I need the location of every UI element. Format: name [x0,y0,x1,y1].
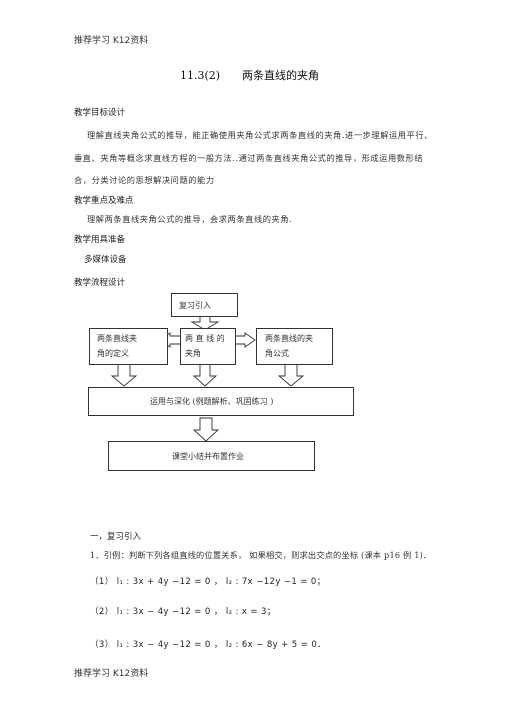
review-box: 复习引入 [171,293,238,317]
page-header: 推荐学习 K12资料 [74,36,149,46]
equation-3: （3） l₁ : 3x − 4y −12 = 0 ， l₂ : 6x − 8y … [90,640,327,650]
flow-heading: 教学流程设计 [74,278,126,288]
angle-definition-line-2: 角的定义 [97,349,129,358]
intro-line: 1．引例：判断下列各组直线的位置关系， 如果相交，则求出交点的坐标 (课本 p1… [90,550,432,560]
angle-definition-box: 两条直线夹 角的定义 [89,328,168,365]
goals-line-1: 理解直线夹角公式的推导，能正确使用夹角公式求两条直线的夹角.进一步理解运用平行、 [87,130,433,140]
goals-heading: 教学目标设计 [74,108,126,118]
page-title: 两条直线的夹角 [242,69,319,82]
goals-line-3: 合，分类讨论的思想解决问题的能力 [74,175,215,185]
part1-heading: 一，复习引入 [90,532,142,542]
apply-box-label: 运用与深化 (例题解析、巩固练习 ) [150,397,274,406]
angle-formula-line-2: 角公式 [265,349,289,358]
summary-box-label: 课堂小结并布置作业 [172,452,244,461]
angle-definition-line-1: 两条直线夹 [97,334,137,343]
equation-1: （1） l₁ : 3x + 4y −12 = 0 ， l₂ : 7x −12y … [90,577,326,587]
angle-formula-box: 两条直线的夹 角公式 [256,328,333,365]
arrow-review-down [190,315,220,331]
two-line-angle-box: 两 直 线 的 夹角 [180,328,236,365]
equation-2: （2） l₁ : 3x − 4y −12 = 0 ， l₂ : x = 3； [90,607,276,617]
angle-formula-line-1: 两条直线的夹 [265,334,313,343]
arrow-apply-down [192,417,220,442]
tools-heading: 教学用具准备 [74,235,126,245]
tools-line: 多媒体设备 [84,255,127,265]
review-box-label: 复习引入 [179,301,211,310]
goals-line-2: 垂直、夹角等概念求直线方程的一般方法..通过两条直线夹角公式的推导，形成运用数形… [74,153,424,163]
two-line-angle-line-1: 两 直 线 的 [185,334,225,343]
summary-box: 课堂小结并布置作业 [108,441,315,471]
arrow-mid-down [192,363,218,387]
page-footer: 推荐学习 K12资料 [74,669,149,679]
focus-line: 理解两条直线夹角公式的推导，会求两条直线的夹角. [87,214,293,224]
focus-heading: 教学重点及难点 [74,196,134,206]
title-number: 11.3(2) [180,69,221,82]
arrow-left-down [110,363,138,387]
apply-box: 运用与深化 (例题解析、巩固练习 ) [88,387,354,416]
arrow-right-down [277,363,305,387]
two-line-angle-line-2: 夹角 [185,349,201,358]
